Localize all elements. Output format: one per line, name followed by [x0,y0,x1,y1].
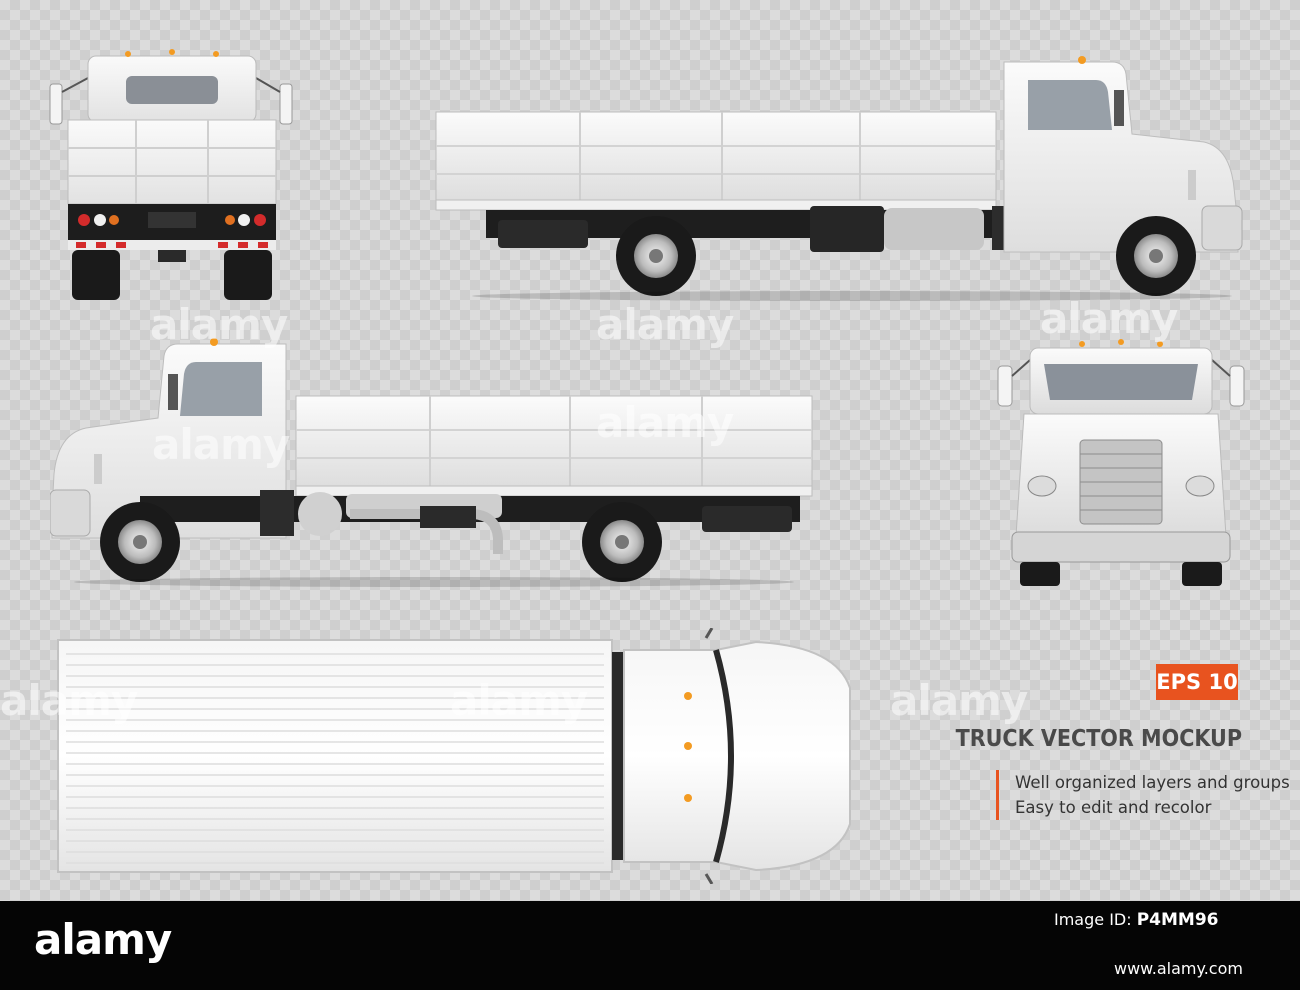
truck-rear-view [48,42,296,302]
footer-url: www.alamy.com [1114,959,1243,978]
image-id-label: Image ID: [1054,910,1132,929]
feature-item: Well organized layers and groups [1015,773,1290,792]
footer-logo: alamy [34,915,172,964]
image-id: Image ID: P4MM96 [1054,910,1219,930]
watermark: alamy [890,676,1028,725]
truck-right-side-view [432,56,1244,302]
feature-list: Well organized layers and groups Easy to… [996,770,1290,820]
feature-item: Easy to edit and recolor [1015,798,1212,817]
footer-bar: alamy Image ID: P4MM96 www.alamy.com [0,901,1300,990]
eps-badge: EPS 10 [1156,664,1238,700]
truck-front-view [996,336,1246,588]
truck-top-view [56,628,856,884]
image-id-value: P4MM96 [1136,910,1219,930]
mockup-title: TRUCK VECTOR MOCKUP [955,726,1242,752]
truck-left-side-view [50,338,816,588]
